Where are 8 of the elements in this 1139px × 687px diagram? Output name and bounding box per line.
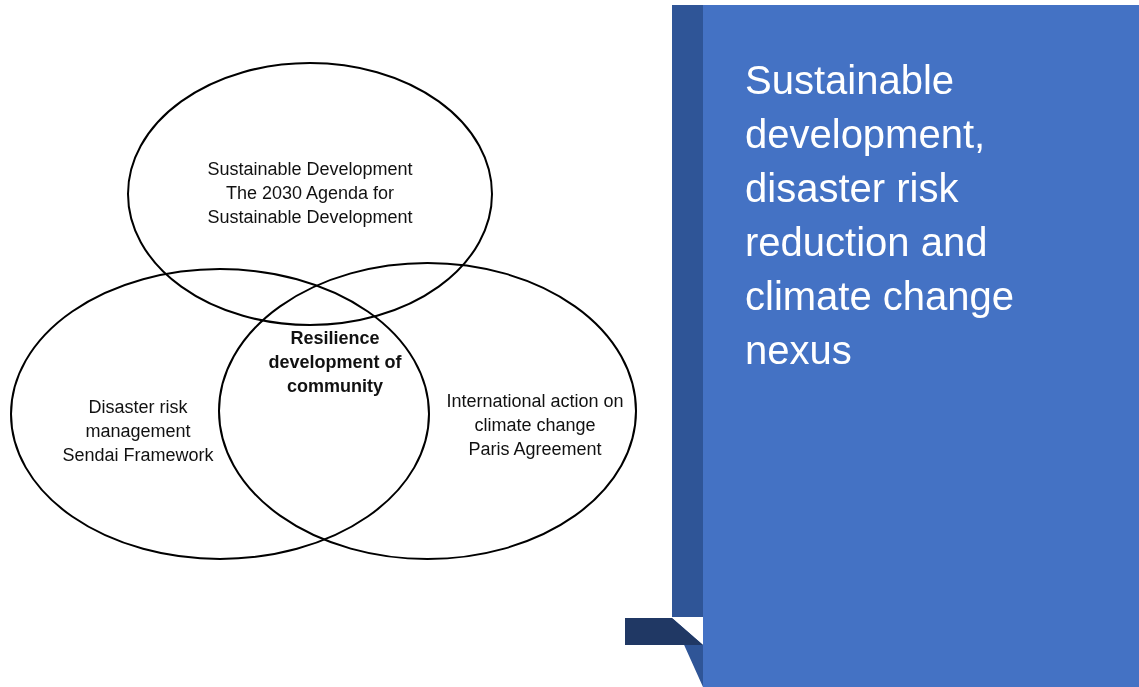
ellipse-label: Sustainable Development bbox=[206, 158, 414, 181]
ellipse-label: Disaster risk management bbox=[84, 396, 192, 443]
overlap-label: Resilience development of community bbox=[267, 327, 403, 398]
ellipse-label: Sendai Framework bbox=[61, 444, 215, 467]
ellipse-label: Paris Agreement bbox=[467, 438, 603, 461]
ellipse-label: International action on climate change bbox=[445, 390, 625, 437]
ellipse-label: The 2030 Agenda for Sustainable Development bbox=[206, 182, 414, 229]
banner-title: Sustainable development, disaster risk reduction and climate change nexus bbox=[745, 57, 1016, 374]
